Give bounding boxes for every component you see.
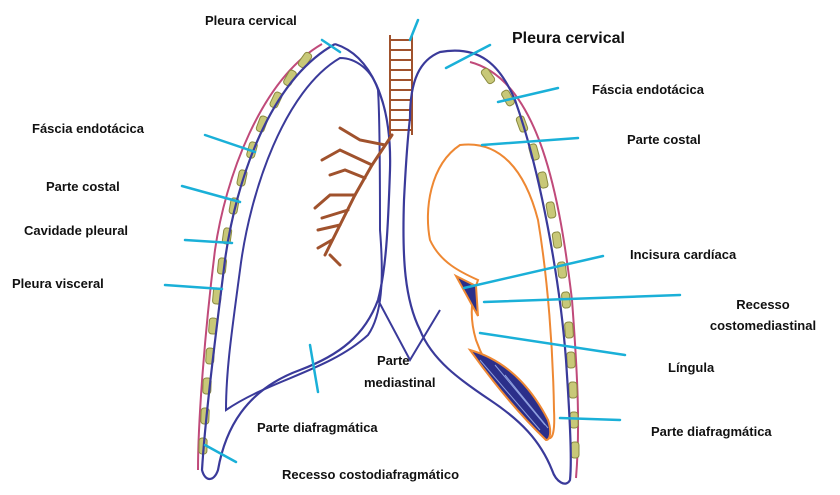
label-pleura-cervical-right: Pleura cervical [512, 31, 625, 47]
label-parte-costal-left: Parte costal [46, 179, 120, 195]
costomediastinal-recess [456, 276, 478, 316]
label-parte-diafragmatica-right: Parte diafragmática [651, 424, 772, 440]
label-recesso-costomediastinal-1: Recesso [703, 297, 823, 313]
label-parte-diafragmatica-left: Parte diafragmática [257, 420, 378, 436]
left-fascia-layer [198, 44, 322, 470]
left-parietal-pleura [202, 44, 378, 479]
label-recesso-costomediastinal-2: costomediastinal [703, 318, 823, 334]
label-pleura-visceral: Pleura visceral [12, 276, 104, 292]
rib-segment [571, 442, 579, 458]
left-lung-visceral [226, 58, 382, 410]
rib-segment [552, 232, 562, 249]
label-parte-mediastinal-2: mediastinal [364, 375, 436, 391]
label-recesso-costodiafragmatico: Recesso costodiafragmático [282, 467, 459, 483]
label-incisura-cardiaca: Incisura cardíaca [630, 247, 736, 263]
label-lingula: Língula [668, 360, 714, 376]
rib-segment [567, 352, 576, 368]
label-fascia-endotacica-left: Fáscia endotácica [32, 121, 144, 137]
right-lung-visceral [428, 144, 554, 438]
rib-segment [569, 382, 578, 398]
rib-segment [480, 67, 496, 85]
label-parte-mediastinal-1: Parte [377, 353, 410, 369]
label-fascia-endotacica-right: Fáscia endotácica [592, 82, 704, 98]
rib-segment [570, 412, 578, 428]
rib-segment [546, 201, 557, 218]
label-cavidade-pleural: Cavidade pleural [24, 223, 128, 239]
label-parte-costal-right: Parte costal [627, 132, 701, 148]
rib-segment [564, 322, 573, 339]
label-pleura-cervical-left: Pleura cervical [205, 13, 297, 29]
